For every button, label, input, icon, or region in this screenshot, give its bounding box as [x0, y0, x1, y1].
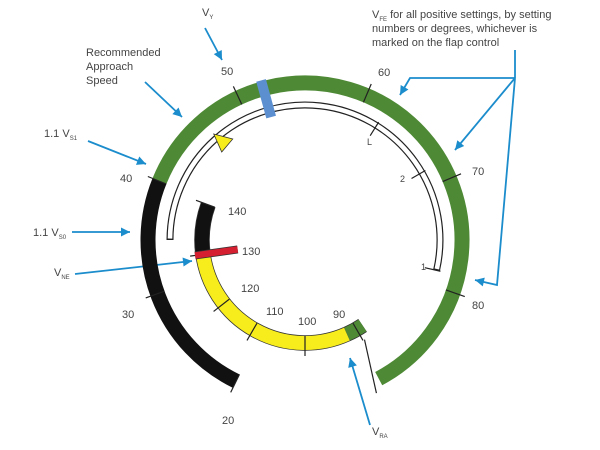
flap-range-arc: [166, 101, 444, 272]
flap-label-l: L: [367, 137, 372, 147]
arrow-vs1-head: [135, 156, 146, 165]
flap-tick-2: [411, 169, 426, 180]
label-vs0: 1.1 VS0: [33, 227, 67, 241]
range-end-line: [363, 339, 378, 394]
arrow-vfe-60-head: [400, 84, 409, 95]
flap-arc-outline: [166, 101, 444, 272]
white-arc-black: [140, 178, 240, 388]
tick-label-70: 70: [472, 166, 484, 178]
tick-label-140: 140: [228, 206, 246, 218]
tick-label-130: 130: [242, 246, 260, 258]
arrow-vne-head: [182, 257, 192, 267]
flap-label-1: 1: [421, 262, 426, 272]
tick-label-80: 80: [472, 300, 484, 312]
arrow-vs0-head: [121, 227, 130, 237]
tick-label-40: 40: [120, 173, 132, 185]
green-arc: [152, 75, 470, 386]
arrow-vne: [74, 260, 193, 275]
label-vs1: 1.1 VS1: [44, 128, 78, 142]
arrow-vy-head: [213, 49, 222, 60]
flap-tick-l: [369, 121, 380, 137]
flap-tick-1: [424, 267, 441, 272]
arrow-vfe-80: [474, 77, 516, 287]
label-vfe-line1: VFE for all positive settings, by settin…: [372, 9, 551, 23]
label-vfe-line2: numbers or degrees, whichever is: [372, 23, 538, 35]
label-vfe-line3: marked on the flap control: [372, 37, 499, 49]
label-approach-3: Speed: [86, 75, 118, 87]
inner-tick-140: [195, 199, 215, 208]
label-approach-2: Approach: [86, 61, 133, 73]
flap-label-2: 2: [400, 174, 405, 184]
label-approach-1: Recommended: [86, 47, 161, 59]
vy-marker: [256, 79, 276, 119]
tick-label-110: 110: [266, 306, 284, 318]
tick-label-50: 50: [221, 66, 233, 78]
inner-tick-110: [246, 322, 258, 341]
outer-speed-arc: [140, 75, 470, 394]
annotation-arrows-back: [74, 257, 193, 275]
vne-red-line: [194, 246, 239, 259]
label-vy: VY: [202, 7, 213, 21]
outer-tick-60: [362, 83, 372, 103]
inner-tick-120: [213, 298, 230, 312]
outer-tick-50: [232, 86, 243, 105]
arrow-approach-head: [172, 107, 182, 117]
inner-band-black: [195, 202, 215, 256]
flap-arc-fill: [167, 102, 443, 270]
approach-speed-triangle-marker: [213, 133, 234, 153]
inner-tick-90: [352, 322, 364, 341]
outer-tick-70: [442, 173, 462, 183]
outer-tick-40: [147, 175, 167, 185]
tick-label-30: 30: [122, 309, 134, 321]
arrow-vra: [349, 357, 371, 426]
inner-band-yellow: [196, 253, 350, 350]
arrow-vfe-70-head: [455, 140, 465, 150]
arrow-vfe-60: [399, 77, 515, 96]
arrow-vfe-80-head: [475, 277, 485, 287]
arrow-vs1: [87, 140, 147, 165]
tick-label-120: 120: [241, 283, 259, 295]
tick-label-100: 100: [298, 316, 316, 328]
outer-tick-20: [230, 374, 241, 393]
tick-label-60: 60: [378, 67, 390, 79]
inner-band-green: [343, 319, 367, 341]
outer-tick-80: [445, 289, 465, 298]
outer-tick-30: [145, 290, 165, 299]
label-vne: VNE: [54, 267, 70, 281]
inner-speed-arc: [190, 199, 367, 356]
tick-label-20: 20: [222, 415, 234, 427]
tick-label-90: 90: [333, 309, 345, 321]
arrow-vfe-70: [454, 77, 516, 151]
arrow-vra-head: [348, 358, 357, 368]
label-vra: VRA: [372, 426, 388, 440]
annotation-arrows: [72, 27, 516, 426]
